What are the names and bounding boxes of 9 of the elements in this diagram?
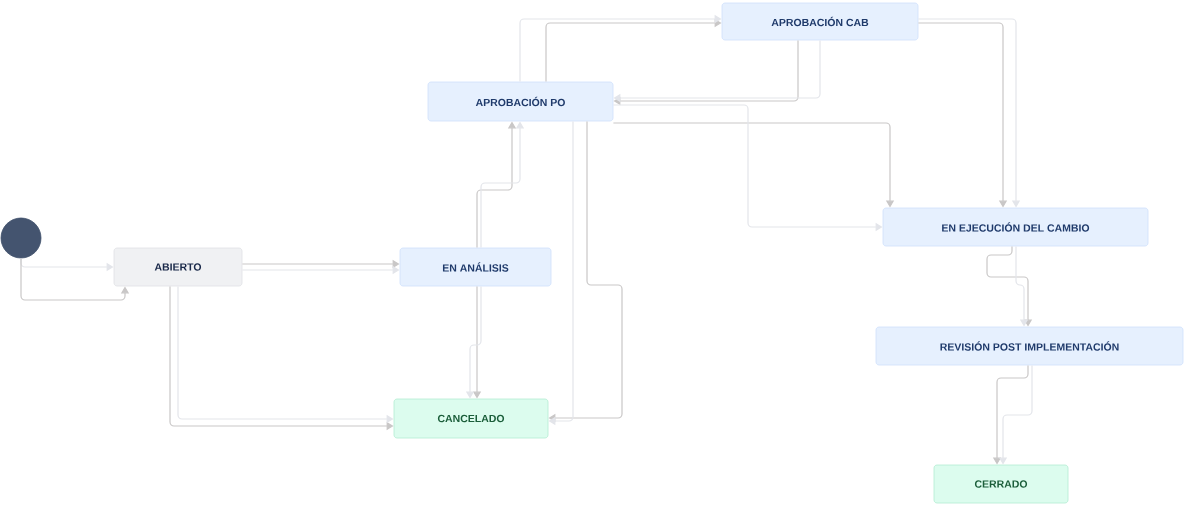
state-box: APROBACIÓN CAB bbox=[721, 2, 919, 41]
state-box: CANCELADO bbox=[393, 398, 549, 439]
state-box: EN EJECUCIÓN DEL CAMBIO bbox=[882, 207, 1149, 247]
state-box: REVISIÓN POST IMPLEMENTACIÓN bbox=[875, 326, 1184, 366]
state-box: CERRADO bbox=[933, 464, 1069, 504]
state-box: EN ANÁLISIS bbox=[399, 247, 552, 287]
state-box: ABIERTO bbox=[113, 247, 243, 287]
start-circle bbox=[0, 217, 42, 259]
state-box: APROBACIÓN PO bbox=[427, 81, 614, 122]
